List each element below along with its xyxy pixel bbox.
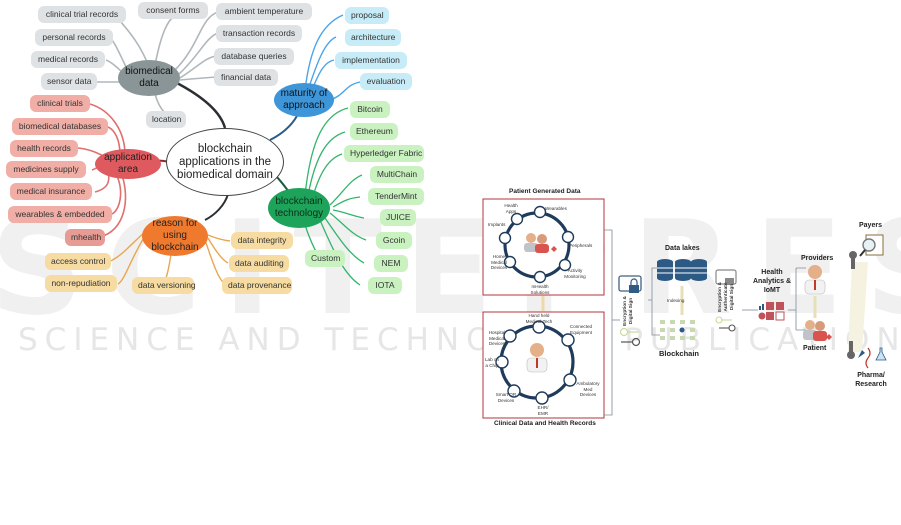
blockchain-label: Blockchain bbox=[659, 349, 700, 358]
leaf-mhealth: mhealth bbox=[65, 229, 105, 246]
key-icon-3 bbox=[715, 316, 732, 324]
leaf-sensor-data: sensor data bbox=[41, 73, 97, 90]
health-analytics-label: Health Analytics & IoMT bbox=[752, 269, 792, 294]
leaf-custom: Custom bbox=[305, 250, 345, 267]
indexing-label: Indexing bbox=[667, 298, 685, 303]
node-mhealth-solutions: mHealth Solutions bbox=[530, 284, 550, 295]
patient-figure bbox=[803, 320, 832, 341]
leaf-nem: NEM bbox=[374, 255, 408, 272]
leaf-evaluation: evaluation bbox=[360, 73, 412, 90]
leaf-location: location bbox=[146, 111, 186, 128]
leaf-medical-records: medical records bbox=[31, 51, 105, 68]
key-icon-pharma bbox=[847, 341, 855, 359]
leaf-architecture: architecture bbox=[345, 29, 401, 46]
payers-icon bbox=[859, 234, 884, 257]
node-implants: Implants bbox=[488, 222, 506, 227]
key-icon-1 bbox=[619, 327, 639, 337]
leaf-tendermint: TenderMint bbox=[368, 188, 424, 205]
pharma-icons bbox=[858, 347, 887, 369]
leaf-juice: JUICE bbox=[380, 209, 416, 226]
leaf-gcoin: Gcoin bbox=[376, 232, 412, 249]
leaf-bitcoin: Bitcoin bbox=[350, 101, 390, 118]
leaf-medicines-supply: medicines supply bbox=[6, 161, 86, 178]
node-health-apps: Health Apps bbox=[504, 203, 518, 214]
leaf-clinical-trials: clinical trials bbox=[30, 95, 90, 112]
hub-label: maturity of approach bbox=[280, 88, 328, 111]
key-icon-2 bbox=[621, 337, 641, 347]
access-beam bbox=[848, 262, 868, 352]
data-lakes-label: Data lakes bbox=[665, 245, 700, 252]
node-home-medical-devices: Home Medical Devices bbox=[490, 254, 508, 270]
encryption-digital-sign-label: Encryption & Digital Sign bbox=[623, 296, 634, 326]
leaf-wearables-embedded: wearables & embedded bbox=[8, 206, 112, 223]
hub-reason: reason for using blockchain bbox=[142, 216, 208, 256]
leaf-proposal: proposal bbox=[345, 7, 389, 24]
node-smart-or-devices: Smart OR Devices bbox=[495, 392, 517, 403]
hub-maturity: maturity of approach bbox=[274, 83, 334, 117]
payers-label: Payers bbox=[859, 222, 882, 229]
leaf-ambient-temperature: ambient temperature bbox=[216, 3, 312, 20]
leaf-biomedical-databases: biomedical databases bbox=[12, 118, 108, 135]
node-connected-equipment: Connected Equipment bbox=[569, 324, 593, 335]
leaf-database-queries: database queries bbox=[214, 48, 294, 65]
node-ehr-emr: EHR/ EMR bbox=[537, 405, 549, 416]
node-peripherals: Peripherals bbox=[569, 243, 593, 248]
leaf-financial-data: financial data bbox=[214, 69, 278, 86]
hub-application: application area bbox=[95, 149, 161, 179]
hub-label: biomedical data bbox=[125, 66, 173, 89]
patient-label: Patient bbox=[803, 345, 827, 352]
hub-biomedical-data: biomedical data bbox=[118, 60, 180, 96]
clinical-data-title: Clinical Data and Health Records bbox=[494, 420, 596, 427]
patient-generated-data-title: Patient Generated Data bbox=[509, 188, 581, 195]
pharma-research-label: Pharma/ Research bbox=[855, 372, 887, 388]
hub-label: reason for using blockchain bbox=[151, 218, 199, 253]
hub-label: application area bbox=[104, 152, 152, 175]
leaf-access-control: access control bbox=[45, 253, 111, 270]
encryption-authenticate-label: Encryption & Authenticate Digital Sign bbox=[718, 282, 735, 312]
leaf-data-provenance: data provenance bbox=[222, 277, 292, 294]
leaf-consent-forms: consent forms bbox=[138, 2, 208, 19]
analytics-icons bbox=[758, 302, 785, 321]
leaf-ethereum: Ethereum bbox=[350, 123, 398, 140]
watermark-subtitle: SCIENCE AND TECHNOLOGY PUBLICATIONS bbox=[18, 322, 901, 358]
providers-label: Providers bbox=[801, 255, 834, 262]
node-hospital-medical-devices: Hospital Medical Devices bbox=[488, 330, 506, 346]
leaf-implementation: implementation bbox=[335, 52, 407, 69]
center-node-label: blockchain applications in the biomedica… bbox=[177, 142, 273, 181]
key-icon-4 bbox=[719, 324, 736, 332]
node-wearables: Wearables bbox=[545, 206, 567, 211]
leaf-data-versioning: data versioning bbox=[132, 277, 196, 294]
hub-technology: blockchain technology bbox=[268, 188, 330, 228]
leaf-transaction-records: transaction records bbox=[216, 25, 302, 42]
provider-figure bbox=[804, 265, 826, 295]
lock-icon-2 bbox=[715, 269, 737, 285]
leaf-personal-records: personal records bbox=[35, 29, 113, 46]
data-lakes-icon bbox=[657, 259, 707, 281]
node-activity-monitoring: Activity Monitoring bbox=[564, 268, 586, 279]
doctor-figure bbox=[526, 343, 548, 373]
node-lab-on-a-chip: Lab on a Chip bbox=[484, 357, 500, 368]
key-icon-payers bbox=[849, 251, 857, 269]
leaf-clinical-trial-records: clinical trial records bbox=[38, 6, 126, 23]
node-handheld-medical-tech: Hand held Medical Tech bbox=[525, 313, 553, 324]
leaf-health-records: health records bbox=[10, 140, 78, 157]
leaf-iota: IOTA bbox=[368, 277, 402, 294]
patients-figure bbox=[524, 233, 557, 253]
leaf-non-repudiation: non-repudiation bbox=[45, 275, 117, 292]
leaf-multichain: MultiChain bbox=[370, 166, 424, 183]
mindmap-center-node: blockchain applications in the biomedica… bbox=[166, 128, 284, 196]
watermark-logo: SCITEPRESS bbox=[0, 192, 901, 344]
leaf-medical-insurance: medical insurance bbox=[10, 183, 92, 200]
leaf-data-auditing: data auditing bbox=[229, 255, 289, 272]
node-ambulatory-med-devices: Ambulatory Med Devices bbox=[576, 381, 600, 397]
leaf-data-integrity: data integrity bbox=[231, 232, 293, 249]
lock-icon-1 bbox=[618, 275, 642, 293]
blockchain-grid-icon bbox=[660, 320, 695, 340]
leaf-hyperledger-fabric: Hyperledger Fabric bbox=[344, 145, 424, 162]
hub-label: blockchain technology bbox=[274, 196, 324, 219]
